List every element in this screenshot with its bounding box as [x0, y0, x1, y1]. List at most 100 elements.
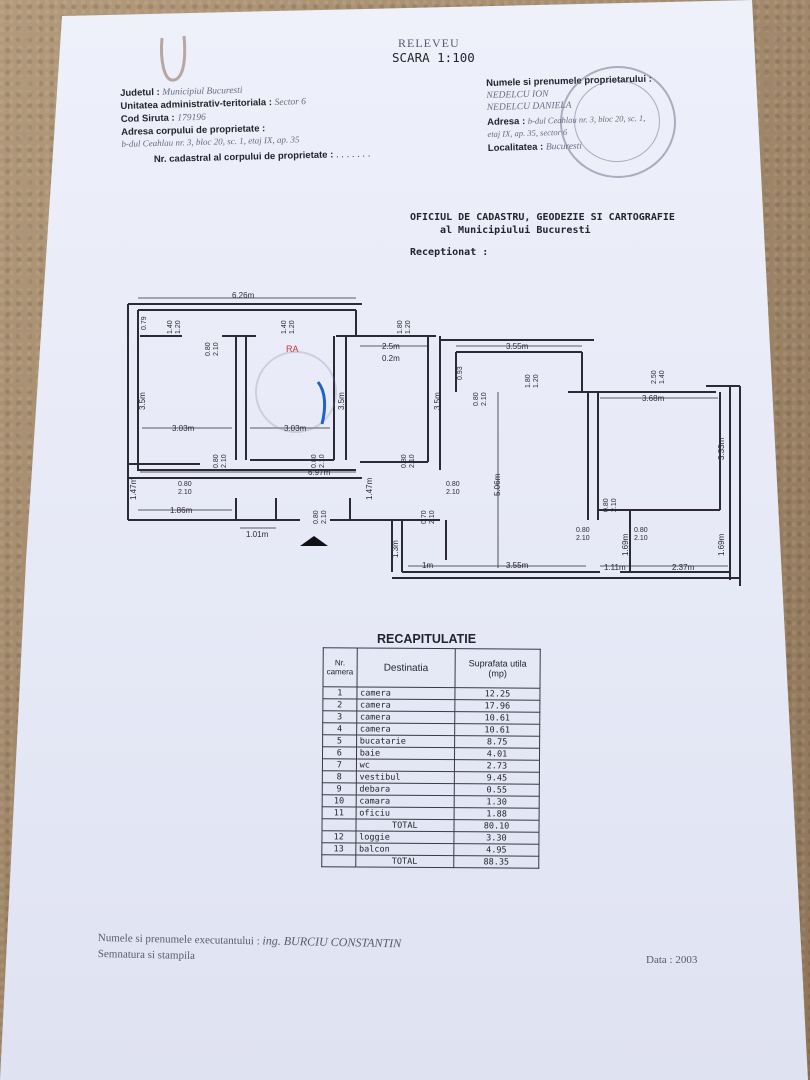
dim-0-93: 0.93 — [457, 366, 464, 380]
dim-6-26: 6.26m — [232, 291, 255, 300]
cell-supr: 17.96 — [454, 699, 540, 713]
cell-dest: camera — [356, 722, 455, 736]
door-4-width: 0.80 — [401, 454, 408, 468]
cell-nr: 12 — [321, 830, 356, 843]
cell-dest: camera — [356, 686, 455, 700]
entrance-arrow-icon — [300, 536, 328, 546]
col-supr-header: Suprafata utila (mp) — [454, 648, 541, 689]
dim-1-01: 1.01m — [246, 530, 269, 539]
cell-dest: debara — [355, 782, 455, 796]
cell-dest: balcon — [355, 842, 454, 856]
dim-3-68: 3.68m — [642, 394, 665, 403]
window-2-width: 1.40 — [281, 320, 288, 334]
dim-3-55-a: 3.55m — [506, 342, 529, 351]
cell-nr: 4 — [322, 722, 357, 735]
cell-supr: 3.30 — [453, 831, 539, 845]
cell-dest: oficiu — [355, 806, 455, 820]
door-7-width: 0.80 — [446, 481, 460, 488]
dim-2-5: 2.5m — [382, 342, 400, 351]
window-5-width: 2.50 — [651, 370, 658, 384]
cell-nr: 1 — [322, 686, 357, 699]
document-title: RELEVEU — [398, 36, 460, 50]
window-1-height: 1.20 — [175, 320, 182, 334]
dim-3-5-b: 3.5m — [337, 392, 346, 410]
cell-nr: 5 — [322, 734, 357, 747]
door-8-width: 0.80 — [313, 510, 320, 524]
window-3-width: 1.80 — [397, 320, 404, 334]
dim-5-06: 5.06m — [493, 473, 502, 496]
door-11-height: 2.10 — [576, 535, 590, 542]
received-label: Receptionat : — [410, 247, 489, 258]
door-3-width: 0.80 — [311, 454, 318, 468]
cell-supr: 2.73 — [454, 759, 540, 773]
total-1-value: 80.10 — [453, 819, 540, 833]
executant-value: ing. BURCIU CONSTANTIN — [262, 933, 402, 951]
cell-nr: 9 — [322, 782, 356, 795]
cell-supr: 8.75 — [454, 735, 540, 749]
cell-nr: 10 — [322, 794, 356, 807]
red-stamp-mark: RA — [286, 344, 299, 354]
faint-stamp — [255, 351, 337, 433]
dim-0-2: 0.2m — [382, 354, 400, 363]
door-2-width: 0.80 — [213, 454, 220, 468]
total-2-label: TOTAL — [355, 854, 454, 868]
cell-nr: 7 — [322, 758, 357, 771]
door-6-height: 2.10 — [178, 489, 192, 496]
cell-dest: baie — [356, 746, 455, 760]
total-1-label: TOTAL — [355, 818, 455, 832]
dim-1-3: 1.3m — [391, 540, 400, 558]
dim-1: 1m — [422, 561, 433, 570]
dim-3-03-b: 3.03m — [284, 424, 307, 433]
cell-dest: vestibul — [355, 770, 455, 784]
window-1-width: 1.40 — [167, 320, 174, 334]
cell-supr: 10.61 — [454, 723, 540, 737]
recap-title: RECAPITULATIE — [377, 632, 477, 646]
door-marks: 0.80 2.10 0.80 2.10 0.80 2.10 0.80 2.10 … — [178, 342, 648, 542]
cell-supr: 0.55 — [454, 783, 540, 797]
door-9-width: 0.70 — [421, 510, 428, 524]
door-6-width: 0.80 — [178, 481, 192, 488]
dim-1-69-b: 1.69m — [717, 533, 726, 556]
window-4-height: 1.20 — [533, 374, 540, 388]
dim-1-47-b: 1.47m — [365, 477, 374, 500]
door-8-height: 2.10 — [321, 510, 328, 524]
dim-1-86: 1.86m — [170, 506, 193, 515]
cell-nr: 6 — [322, 746, 357, 759]
recap-header-row: Nr. camera Destinatia Suprafata utila (m… — [322, 647, 541, 689]
door-12-height: 2.10 — [634, 535, 648, 542]
dim-3-55-b: 3.55m — [506, 561, 529, 570]
dim-3-33: 3.33m — [717, 437, 726, 460]
cell-nr: 2 — [322, 698, 357, 711]
door-1-height: 2.10 — [213, 342, 220, 356]
date-label: Data : 2003 — [646, 954, 698, 966]
cell-supr: 1.30 — [454, 795, 540, 809]
dim-0-79: 0.79 — [141, 316, 148, 330]
cell-dest: loggie — [355, 830, 454, 844]
cell-nr: 8 — [322, 770, 357, 783]
recap-table: Nr. camera Destinatia Suprafata utila (m… — [321, 647, 541, 869]
dim-1-47-a: 1.47m — [129, 477, 138, 500]
cell-nr: 3 — [322, 710, 357, 723]
door-2-height: 2.10 — [221, 454, 228, 468]
dim-3-5-c: 3.5m — [433, 392, 442, 410]
door-10-width: 0.80 — [603, 498, 610, 512]
round-stamp — [560, 66, 676, 178]
window-5-height: 1.40 — [659, 370, 666, 384]
dim-3-5-a: 3.5m — [138, 392, 147, 410]
door-1-width: 0.80 — [205, 342, 212, 356]
door-12-width: 0.80 — [634, 527, 648, 534]
cell-nr: 13 — [321, 842, 356, 855]
document-scale: SCARA 1:100 — [392, 50, 475, 65]
window-3-height: 1.20 — [405, 320, 412, 334]
door-9-height: 2.10 — [429, 510, 436, 524]
door-4-height: 2.10 — [409, 454, 416, 468]
total-2-value: 88.35 — [453, 855, 539, 869]
signature-label: Semnatura si stampila — [97, 948, 196, 963]
door-5-height: 2.10 — [481, 392, 488, 406]
door-3-height: 2.10 — [319, 454, 326, 468]
office-line-2: al Municipiului Bucuresti — [440, 225, 591, 236]
cell-dest: bucatarie — [356, 734, 455, 748]
cell-supr: 4.95 — [453, 843, 539, 857]
